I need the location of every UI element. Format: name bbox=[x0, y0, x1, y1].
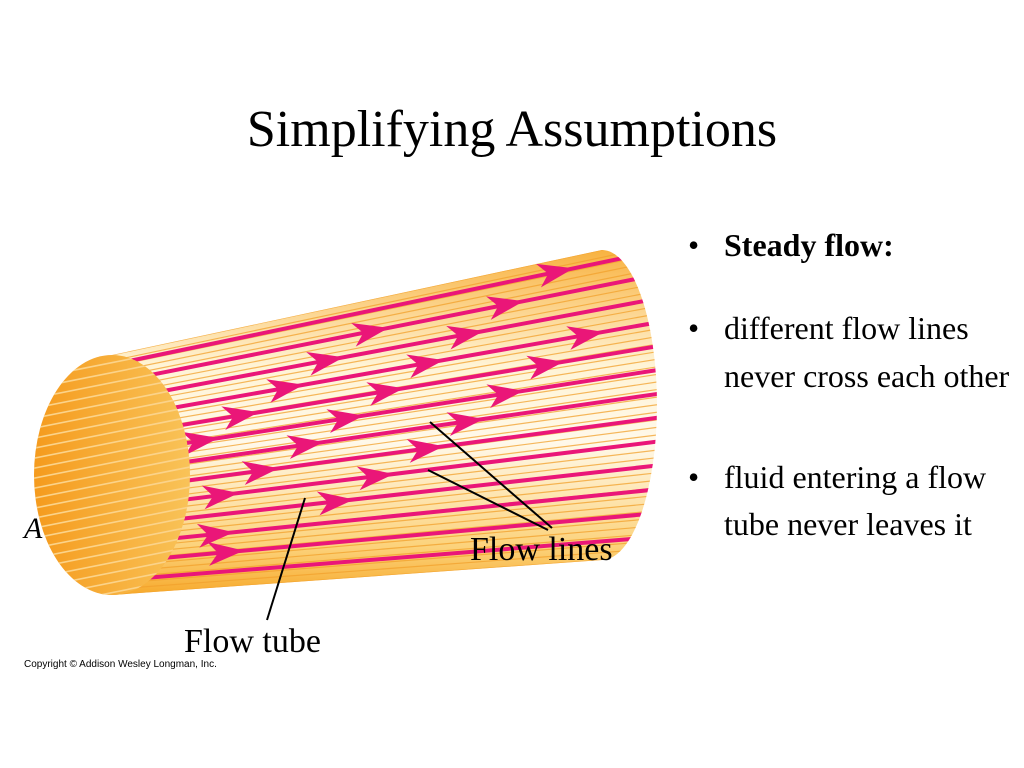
bullet-dot: • bbox=[688, 459, 700, 496]
flow-arrowhead bbox=[536, 263, 574, 288]
bullet-text: Steady flow: bbox=[724, 227, 894, 263]
flow-arrowhead-group bbox=[181, 431, 219, 456]
cap-hatch-line bbox=[34, 504, 190, 541]
flow-arrowhead-group bbox=[286, 435, 324, 460]
flow-arrowhead bbox=[207, 541, 244, 566]
flow-arrowhead bbox=[196, 523, 234, 548]
flow-arrowhead-group bbox=[406, 354, 444, 379]
flow-arrowhead-group bbox=[306, 352, 344, 376]
hatch-line bbox=[112, 278, 657, 400]
flow-arrowhead bbox=[286, 435, 324, 460]
flow-line bbox=[112, 250, 657, 378]
flow-arrows-group bbox=[181, 263, 604, 566]
cap-hatch-line bbox=[34, 484, 190, 521]
flow-arrowhead-group bbox=[241, 461, 279, 485]
flow-tube-label: Flow tube bbox=[184, 623, 321, 660]
flow-arrowhead bbox=[406, 354, 444, 379]
flow-arrowhead-group bbox=[356, 466, 394, 491]
cap-hatch-line bbox=[34, 434, 190, 471]
flow-arrowhead-group bbox=[526, 355, 564, 380]
flow-arrowhead bbox=[356, 466, 394, 491]
flow-arrowhead bbox=[221, 406, 259, 430]
flow-arrowhead-group bbox=[351, 323, 389, 347]
flow-lines-label: Flow lines bbox=[470, 531, 613, 568]
flow-arrowhead-group bbox=[326, 409, 364, 433]
hatch-line bbox=[112, 538, 657, 589]
flow-arrowhead-group bbox=[207, 541, 244, 566]
flow-arrowhead bbox=[446, 325, 484, 350]
bullet-text: different flow lines never cross each ot… bbox=[724, 310, 1010, 394]
cap-hatch-line bbox=[34, 454, 190, 491]
flow-arrowhead bbox=[306, 352, 344, 376]
flow-arrowhead bbox=[486, 384, 524, 409]
flow-arrowhead bbox=[406, 439, 444, 463]
hatch-line bbox=[112, 250, 657, 373]
flow-lines-pointer-2 bbox=[427, 469, 549, 531]
flow-lines-pointer-1 bbox=[429, 421, 553, 529]
flow-arrowhead bbox=[526, 355, 564, 380]
flow-tube-diagram: A Flow lines Flow tube Copyright © Addis… bbox=[22, 250, 657, 670]
flow-arrowhead-group bbox=[406, 439, 444, 463]
flow-tube-pointer bbox=[266, 497, 306, 621]
hatch-line bbox=[112, 546, 657, 594]
cap-hatch-line bbox=[34, 444, 190, 481]
bullet-dot: • bbox=[688, 310, 700, 347]
flow-arrowhead bbox=[266, 379, 304, 403]
flow-line bbox=[112, 533, 657, 587]
flow-arrowhead bbox=[366, 382, 404, 406]
bullet-dot: • bbox=[688, 227, 700, 263]
cap-hatch-line bbox=[34, 494, 190, 531]
cap-hatch-line bbox=[34, 424, 190, 461]
area-label: A bbox=[22, 512, 43, 545]
flow-arrowhead-group bbox=[316, 491, 354, 516]
bullet-list: • Steady flow: • different flow lines ne… bbox=[688, 222, 1018, 549]
flow-arrowhead-group bbox=[566, 326, 604, 350]
copyright-notice: Copyright © Addison Wesley Longman, Inc. bbox=[24, 659, 217, 670]
slide-title: Simplifying Assumptions bbox=[246, 101, 778, 158]
flow-arrowhead-group bbox=[486, 296, 524, 320]
cap-hatch-line bbox=[34, 404, 190, 441]
flow-arrowhead bbox=[241, 461, 279, 485]
flow-arrowhead-group bbox=[446, 325, 484, 350]
bullet-item: • different flow lines never cross each … bbox=[688, 305, 1018, 400]
flow-arrowhead bbox=[486, 296, 524, 320]
cap-hatch-line bbox=[34, 414, 190, 451]
flow-arrowhead bbox=[351, 323, 389, 347]
hatch-line bbox=[112, 255, 657, 384]
flow-arrowhead bbox=[326, 409, 364, 433]
bullet-item: • fluid entering a flow tube never leave… bbox=[688, 454, 1018, 549]
flow-arrowhead bbox=[181, 431, 219, 456]
cap-hatch-line bbox=[34, 464, 190, 501]
flow-arrowhead-group bbox=[366, 382, 404, 406]
flow-arrowhead-group bbox=[536, 263, 574, 288]
hatch-line bbox=[112, 523, 657, 578]
hatch-line bbox=[112, 530, 657, 583]
cap-hatch-line bbox=[34, 514, 190, 551]
flow-arrowhead-group bbox=[446, 412, 484, 436]
flow-arrowhead-group bbox=[486, 384, 524, 409]
bullet-text: fluid entering a flow tube never leaves … bbox=[724, 459, 987, 543]
cap-hatch-line bbox=[34, 474, 190, 511]
flow-arrowhead bbox=[446, 412, 484, 436]
bullet-item: • Steady flow: bbox=[688, 222, 1018, 269]
flow-arrowhead bbox=[201, 485, 239, 510]
flow-tube-figure: A Flow lines Flow tube Copyright © Addis… bbox=[0, 200, 680, 690]
flow-arrowhead-group bbox=[201, 485, 239, 510]
flow-arrowhead-group bbox=[221, 406, 259, 430]
flow-arrowhead bbox=[566, 326, 604, 350]
cap-hatch-line bbox=[34, 524, 190, 561]
cap-hatch-line bbox=[34, 394, 190, 431]
flow-arrowhead bbox=[316, 491, 354, 516]
flow-arrowhead-group bbox=[266, 379, 304, 403]
flow-arrowhead-group bbox=[196, 523, 234, 548]
